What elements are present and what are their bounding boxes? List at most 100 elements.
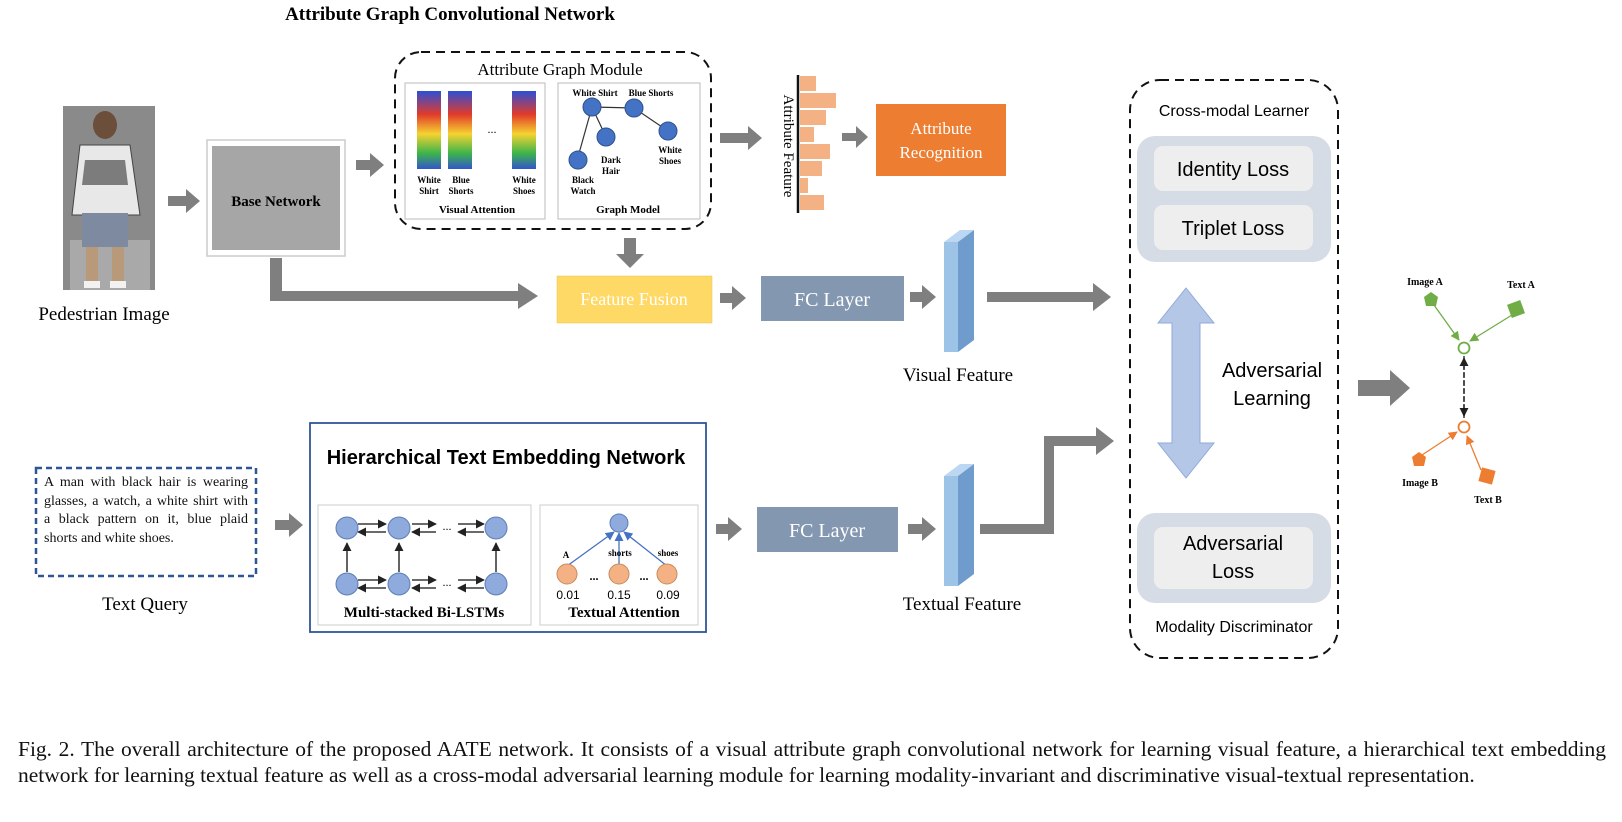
textual-attention-panel	[539, 504, 699, 626]
cross-modal-learner-frame	[1129, 79, 1339, 659]
architecture-diagram: Attribute Graph Convolutional Network Pe…	[34, 4, 1536, 659]
attention-ellipsis: ...	[590, 569, 599, 583]
arrow-module-to-fusion	[616, 238, 644, 268]
textual-feature-bar	[944, 464, 974, 586]
histogram-bar	[800, 127, 814, 142]
visual-fc-layer-box	[761, 276, 904, 321]
arrow-module-to-attribute-feature	[720, 126, 762, 150]
attention-label-line: White	[417, 175, 441, 185]
lstm-node	[335, 572, 359, 596]
text-b-marker	[1478, 467, 1496, 485]
arrow-base-to-fusion	[270, 258, 538, 309]
lstm-node	[484, 572, 508, 596]
attribute-recognition-line: Recognition	[899, 143, 983, 162]
attention-label-line: White	[512, 175, 536, 185]
arrow-feature-to-recognition	[842, 126, 868, 148]
attention-word-node	[608, 563, 630, 585]
attention-word-node	[656, 563, 678, 585]
graph-node-label: Hair	[602, 166, 620, 176]
attention-word: shoes	[658, 548, 679, 558]
identity-loss-box	[1154, 146, 1313, 191]
triplet-loss-box	[1154, 205, 1313, 250]
pedestrian-image-label: Pedestrian Image	[38, 304, 169, 325]
histogram-bar	[800, 93, 836, 108]
histogram-bar	[800, 161, 822, 176]
attention-weight: 0.09	[656, 588, 680, 602]
attention-label-line: Shirt	[419, 186, 439, 196]
hten-title: Hierarchical Text Embedding Network	[327, 447, 686, 469]
attention-label-line: Shoes	[513, 186, 536, 196]
feature-fusion-box	[556, 275, 713, 324]
arrow-textual-to-cross-modal	[980, 427, 1114, 534]
image-b-label: Image B	[1402, 478, 1438, 489]
attention-ellipsis: ...	[640, 569, 649, 583]
lstm-node	[387, 516, 411, 540]
attention-map	[512, 91, 536, 169]
lstm-ellipsis: ...	[443, 519, 452, 533]
graph-node	[658, 121, 678, 141]
attention-label-line: Shorts	[448, 186, 474, 196]
attribute-graph-module	[394, 51, 712, 230]
visual-attention-panel	[404, 82, 546, 220]
image-a-marker	[1424, 292, 1438, 306]
text-fc-layer-box	[757, 507, 898, 552]
attention-map	[417, 91, 441, 169]
modality-discriminator-title: Modality Discriminator	[1155, 619, 1313, 636]
arrow-fc-to-textual-feature	[908, 517, 936, 541]
graph-node-label: Blue Shorts	[629, 88, 674, 98]
lstm-caption: Multi-stacked Bi-LSTMs	[344, 605, 505, 621]
identity-loss-label: Identity Loss	[1177, 159, 1289, 181]
attention-weight: 0.15	[607, 588, 631, 602]
text-a-marker	[1507, 300, 1525, 318]
embedding-space	[1412, 292, 1525, 485]
figure-caption: Fig. 2. The overall architecture of the …	[18, 737, 1606, 787]
graph-model-caption: Graph Model	[596, 204, 660, 216]
lstm-node	[387, 572, 411, 596]
attribute-feature-label: Attribute Feature	[780, 95, 796, 198]
arrow-to-embedding-space	[1358, 370, 1410, 406]
visual-attention-ellipsis: ...	[488, 122, 497, 136]
histogram-bar	[800, 144, 830, 159]
bi-lstm-panel	[317, 504, 532, 626]
image-b-marker	[1412, 452, 1426, 466]
arrow-query-to-hten	[275, 513, 303, 537]
histogram-bar	[800, 76, 816, 91]
arrow-fc-to-visual-feature	[910, 285, 936, 309]
text-query-label: Text Query	[102, 594, 188, 615]
attribute-recognition-box	[876, 104, 1006, 176]
graph-node	[568, 150, 588, 170]
adversarial-loss-box	[1154, 527, 1313, 589]
attribute-feature-histogram	[796, 75, 836, 213]
adversarial-loss-line: Adversarial	[1183, 533, 1283, 555]
base-network-box	[212, 146, 340, 250]
visual-fc-layer-label: FC Layer	[794, 289, 870, 311]
histogram-bar	[800, 195, 824, 210]
visual-feature-bar	[944, 230, 974, 352]
arrow-fusion-to-fc	[720, 286, 746, 310]
text-a-label: Text A	[1507, 280, 1535, 291]
lstm-node	[335, 516, 359, 540]
arrow-base-to-module	[356, 153, 384, 177]
adversarial-learning-line: Learning	[1233, 388, 1311, 410]
image-a-label: Image A	[1407, 277, 1444, 288]
graph-model-panel	[557, 82, 701, 220]
graph-node	[582, 97, 602, 117]
adversarial-double-arrow	[1156, 287, 1216, 479]
text-query-box	[34, 466, 258, 578]
attention-word: shorts	[608, 548, 632, 558]
attention-label-line: Blue	[452, 175, 470, 185]
attribute-graph-module-title: Attribute Graph Module	[477, 60, 642, 79]
visual-attention-caption: Visual Attention	[439, 204, 515, 216]
adversarial-loss-line: Loss	[1212, 561, 1254, 583]
text-b-label: Text B	[1474, 495, 1502, 506]
attention-map	[448, 91, 472, 169]
graph-node-label: White Shirt	[572, 88, 617, 98]
graph-node-label: Dark	[601, 155, 621, 165]
base-network-label: Base Network	[231, 194, 321, 210]
graph-node-label: White	[658, 145, 682, 155]
graph-node	[624, 98, 644, 118]
attr-gcn-title: Attribute Graph Convolutional Network	[285, 4, 615, 25]
attention-caption: Textual Attention	[568, 605, 680, 621]
visual-feature-label: Visual Feature	[903, 365, 1013, 386]
text-query-content: A man with black hair is wearing glasses…	[44, 475, 248, 546]
